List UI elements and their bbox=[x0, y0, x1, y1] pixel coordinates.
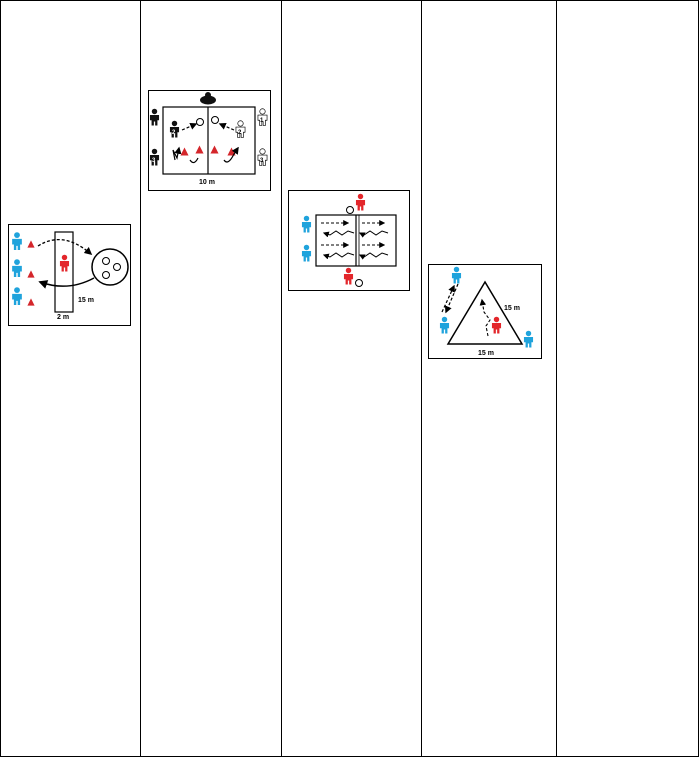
column-divider bbox=[421, 0, 422, 757]
player-number: 3 bbox=[260, 158, 264, 164]
blue-player-icon bbox=[301, 244, 312, 262]
blue-player-icon bbox=[12, 287, 22, 305]
base-label: 15 m bbox=[478, 350, 494, 357]
length-label: 15 m bbox=[78, 297, 94, 304]
black-player-icon bbox=[149, 108, 160, 126]
blue-player-icon bbox=[523, 330, 534, 348]
drill-diagram-3 bbox=[288, 190, 410, 291]
blue-player-icon bbox=[301, 215, 312, 233]
cone-icon bbox=[180, 147, 189, 156]
blue-player-icon bbox=[12, 259, 22, 277]
blue-player-icon bbox=[451, 266, 462, 284]
player-number: 2 bbox=[172, 130, 176, 136]
table-top-border bbox=[0, 0, 699, 1]
blue-player-icon bbox=[12, 232, 22, 250]
width-label: 2 m bbox=[57, 314, 69, 321]
blue-player-icon bbox=[439, 316, 450, 334]
player-number: 2 bbox=[238, 130, 242, 136]
column-divider bbox=[0, 0, 1, 757]
red-player-icon bbox=[343, 267, 354, 285]
width-label: 10 m bbox=[199, 179, 215, 186]
cone-icon bbox=[210, 145, 219, 154]
cone-icon bbox=[27, 298, 35, 306]
referee-icon bbox=[200, 95, 216, 105]
drill-diagram-4: 15 m 15 m bbox=[428, 264, 542, 359]
cone-icon bbox=[27, 240, 35, 248]
cone-icon bbox=[27, 270, 35, 278]
side-label: 15 m bbox=[504, 305, 520, 312]
column-divider bbox=[556, 0, 557, 757]
red-player-icon bbox=[355, 193, 366, 211]
red-player-icon bbox=[491, 316, 502, 334]
player-number: 3 bbox=[152, 158, 156, 164]
column-divider bbox=[281, 0, 282, 757]
column-divider bbox=[140, 0, 141, 757]
cone-icon bbox=[195, 145, 204, 154]
drill-diagram-2: 2 3 1 2 3 10 m bbox=[148, 90, 271, 191]
drill-diagram-1: 15 m 2 m bbox=[8, 224, 131, 326]
red-player-icon bbox=[59, 254, 70, 272]
player-number: 1 bbox=[260, 118, 264, 124]
